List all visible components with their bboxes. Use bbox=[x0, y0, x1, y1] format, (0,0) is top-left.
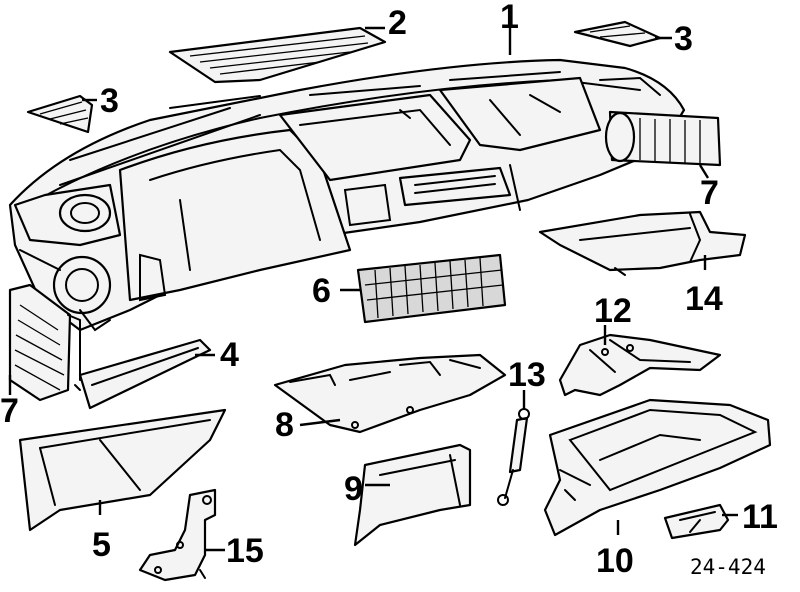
callout-15: 15 bbox=[226, 532, 264, 570]
leader-lines bbox=[8, 26, 738, 552]
callout-7-right: 7 bbox=[700, 174, 719, 212]
callout-5: 5 bbox=[92, 526, 111, 564]
dashboard-panel bbox=[8, 58, 686, 332]
callout-labels: 1 2 3 3 4 5 6 7 7 8 9 10 11 12 13 14 15 bbox=[0, 0, 778, 580]
callout-2: 2 bbox=[388, 4, 407, 42]
callout-3-left: 3 bbox=[100, 82, 119, 120]
callout-1: 1 bbox=[500, 0, 519, 36]
hinge-bracket bbox=[558, 333, 722, 397]
diagram-reference-code: 24-424 bbox=[690, 555, 766, 579]
air-vent-right bbox=[604, 110, 722, 167]
callout-6: 6 bbox=[312, 272, 331, 310]
callout-10: 10 bbox=[596, 542, 634, 580]
glove-box bbox=[543, 398, 772, 537]
callout-13: 13 bbox=[508, 356, 546, 394]
callout-11: 11 bbox=[742, 498, 778, 536]
callout-3-right: 3 bbox=[674, 20, 693, 58]
mounting-bracket bbox=[138, 488, 217, 582]
defroster-grille bbox=[168, 26, 387, 84]
callout-14: 14 bbox=[685, 280, 723, 318]
callout-7-left: 7 bbox=[0, 392, 19, 430]
support-strut bbox=[497, 408, 530, 506]
speaker-grille-left bbox=[26, 94, 94, 134]
lower-trim-panel bbox=[18, 408, 227, 532]
callout-8: 8 bbox=[275, 406, 294, 444]
callout-9: 9 bbox=[344, 470, 363, 508]
callout-12: 12 bbox=[594, 292, 632, 330]
trim-strip bbox=[74, 338, 212, 410]
glove-box-latch bbox=[663, 503, 730, 540]
under-dash-panel bbox=[273, 353, 507, 434]
speaker-grille-right bbox=[573, 20, 662, 48]
lower-bracket bbox=[538, 210, 747, 276]
kick-panel bbox=[353, 443, 472, 547]
callout-4: 4 bbox=[220, 336, 239, 374]
air-vent-center bbox=[356, 253, 507, 324]
